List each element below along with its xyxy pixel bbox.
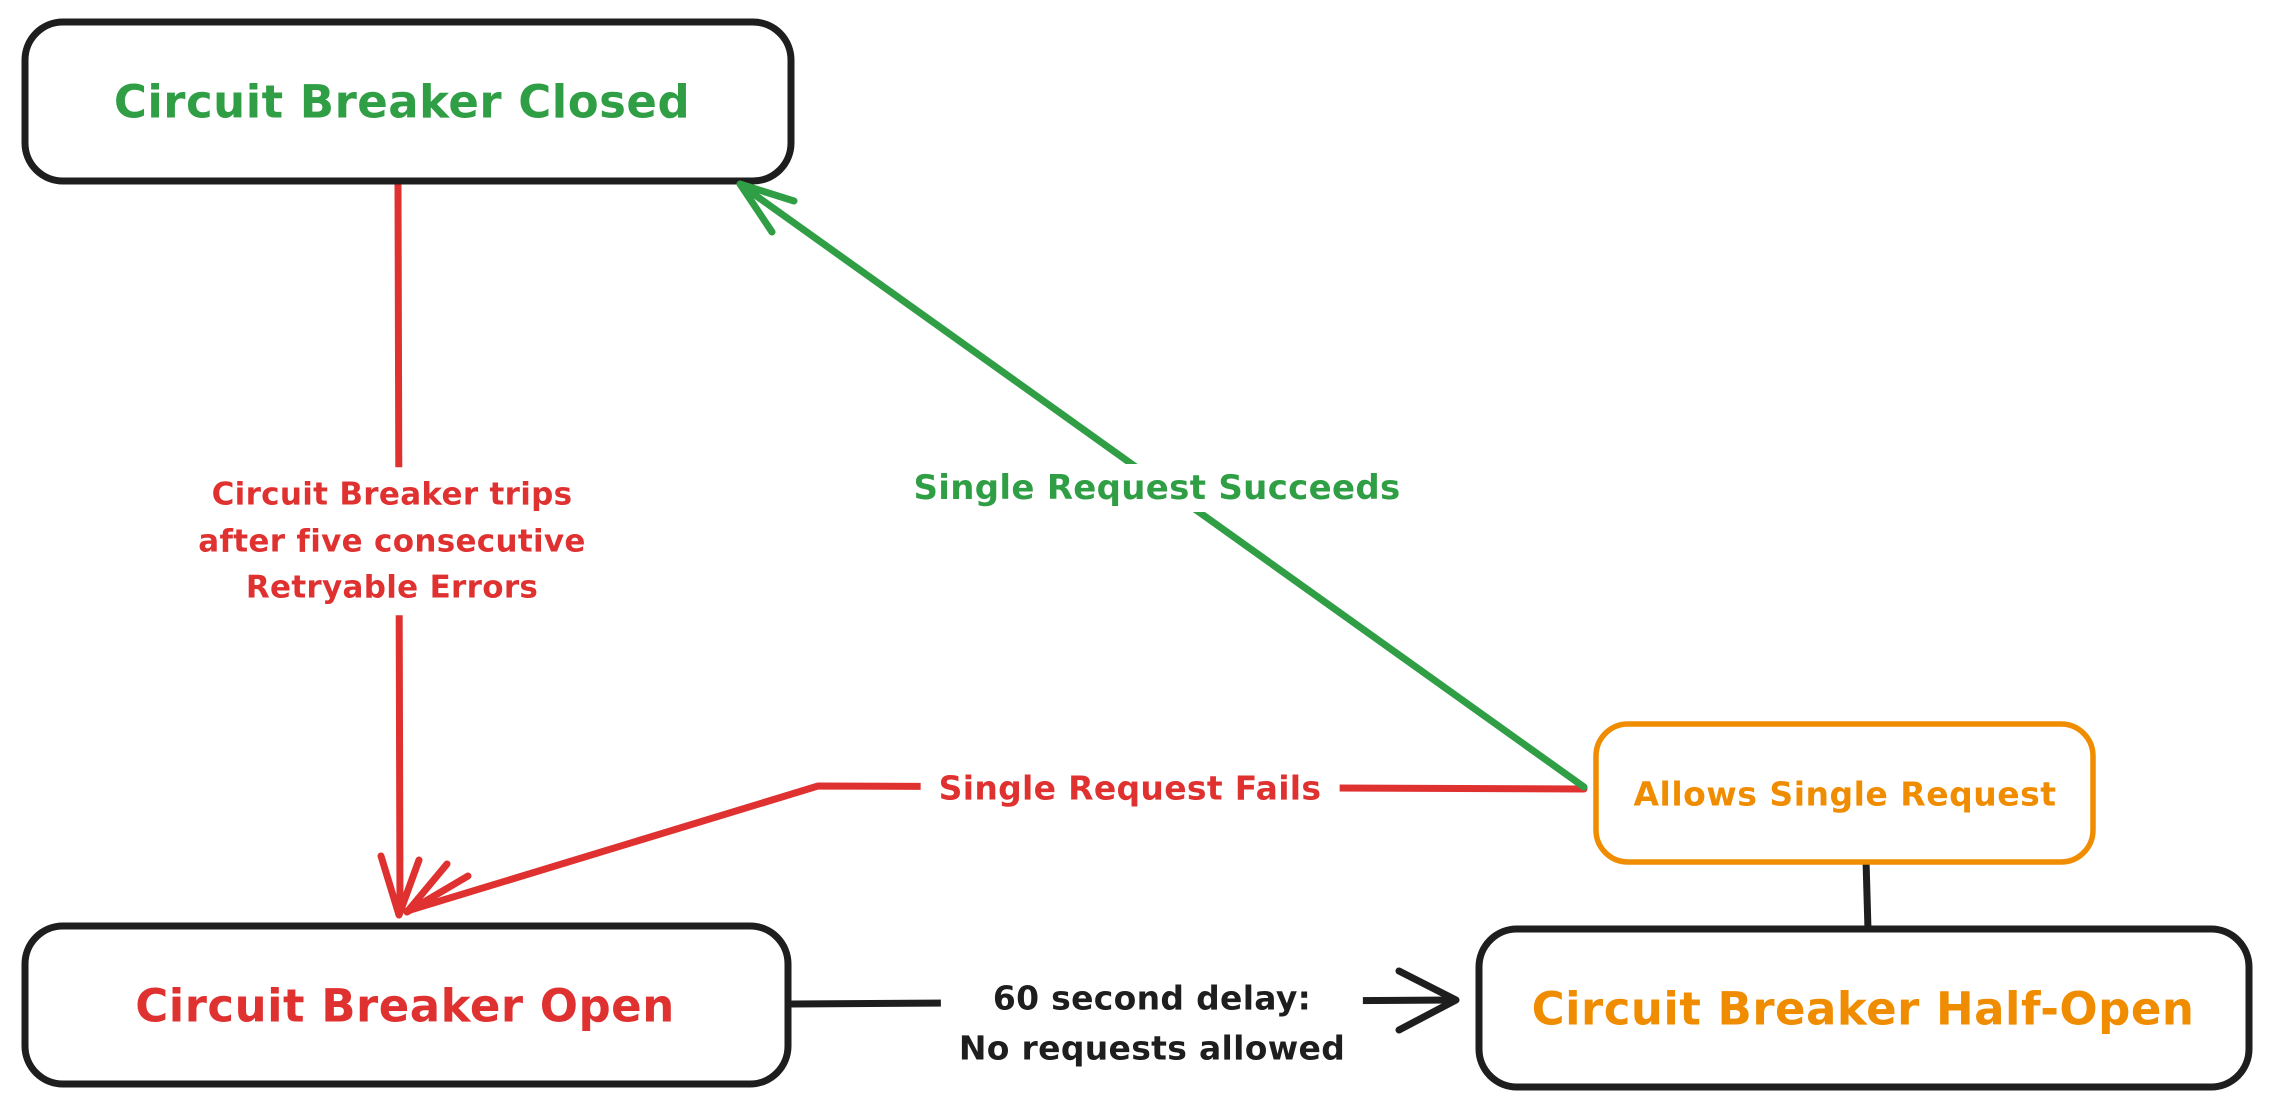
node-open-box bbox=[21, 922, 792, 1088]
edge-delay-label-line2: No requests allowed bbox=[958, 1028, 1346, 1067]
node-half-open-label: Circuit Breaker Half-Open bbox=[1531, 982, 2195, 1036]
arrowhead-trips-down-icon bbox=[377, 852, 423, 919]
node-closed-label: Circuit Breaker Closed bbox=[113, 75, 691, 129]
edge-trips-label-line2: after five consecutive bbox=[198, 522, 586, 559]
arrowhead-fails-icon bbox=[403, 860, 472, 916]
node-allows-label: Allows Single Request bbox=[1633, 774, 2057, 814]
edge-delay-label: 60 second delay: No requests allowed bbox=[940, 969, 1364, 1077]
node-closed-box bbox=[21, 18, 795, 185]
edge-trips-label: Circuit Breaker trips after five consecu… bbox=[180, 467, 604, 615]
edge-fails-label: Single Request Fails bbox=[920, 764, 1340, 812]
arrowhead-delay-right-icon bbox=[1395, 967, 1460, 1034]
node-half-open-box bbox=[1475, 925, 2253, 1091]
node-allows-box bbox=[1593, 721, 2096, 865]
edge-succeeds-label: Single Request Succeeds bbox=[895, 464, 1419, 512]
edge-trips-label-line1: Circuit Breaker trips bbox=[211, 476, 573, 513]
edge-delay-label-line1: 60 second delay: bbox=[992, 978, 1312, 1018]
arrowhead-succeeds-icon bbox=[736, 180, 798, 236]
edge-trips-label-line3: Retryable Errors bbox=[245, 569, 539, 606]
edge-allows-halfopen-line bbox=[1862, 856, 1872, 934]
node-open-label: Circuit Breaker Open bbox=[135, 979, 675, 1033]
